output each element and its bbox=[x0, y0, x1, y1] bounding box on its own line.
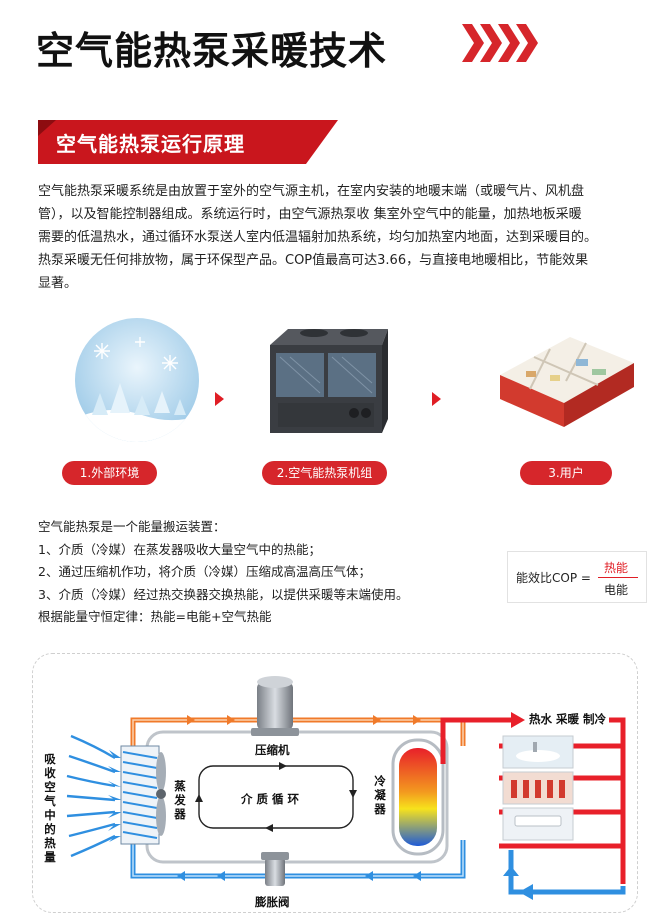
chevrons-decoration bbox=[462, 24, 538, 62]
absorb-air-heat-label: 吸收空气中的热量 bbox=[44, 752, 56, 864]
energy-line: 2、通过压缩机作功，将介质（冷媒）压缩成高温高压气体； bbox=[38, 564, 371, 579]
energy-line: 3、介质（冷媒）经过热交换器交换热能，以提供采暖等末端使用。 bbox=[38, 586, 409, 602]
energy-line: 1、介质（冷媒）在蒸发器吸收大量空气中的热能； bbox=[38, 541, 321, 557]
section-title: 空气能热泵运行原理 bbox=[56, 132, 245, 156]
intro-line: 热泵采暖无任何排放物，属于环保型产品。COP值最高可达3.66，与直接电地暖相比… bbox=[38, 253, 589, 268]
condenser-tank bbox=[391, 738, 445, 856]
cop-denominator: 电能 bbox=[604, 583, 629, 597]
cycle-label: 介 质 循 环 bbox=[241, 792, 300, 806]
expansion-valve-label: 膨胀阀 bbox=[255, 895, 290, 909]
winter-environment-image bbox=[75, 318, 199, 442]
step-label-environment: 1.外部环境 bbox=[62, 461, 157, 485]
cop-formula-box: 能效比COP = 热能 电能 bbox=[507, 551, 647, 603]
expansion-valve-body bbox=[261, 852, 289, 886]
heat-pump-cycle-diagram: 吸收空气中的热量 蒸发器 压缩机 介 质 循 环 冷凝器 膨胀阀 热水 采暖 制… bbox=[32, 653, 638, 913]
fraction-line bbox=[598, 577, 638, 578]
cop-numerator: 热能 bbox=[604, 561, 629, 575]
step-label-user: 3.用户 bbox=[520, 461, 612, 485]
page-title: 空气能热泵采暖技术 bbox=[36, 29, 388, 73]
compressor-label: 压缩机 bbox=[255, 743, 290, 757]
cop-label: 能效比COP = bbox=[516, 571, 591, 585]
energy-line: 空气能热泵是一个能量搬运装置： bbox=[38, 519, 226, 534]
intro-line: 需要的低温热水，通过循环水泵送人室内低温辐射加热系统，均匀加热室内地面，达到采暖… bbox=[38, 230, 598, 245]
intro-line: 显著。 bbox=[38, 276, 78, 291]
energy-explanation: 空气能热泵是一个能量搬运装置： 1、介质（冷媒）在蒸发器吸收大量空气中的热能； … bbox=[38, 516, 408, 629]
house-floorplan-image bbox=[500, 337, 634, 427]
section-header-bar bbox=[38, 120, 338, 164]
evaporator-coil bbox=[120, 745, 166, 845]
uses-label: 热水 采暖 制冷 bbox=[529, 712, 607, 726]
step-label-heat-pump: 2.空气能热泵机组 bbox=[262, 461, 387, 485]
intro-line: 空气能热泵采暖系统是由放置于室外的空气源主机，在室内安装的地暖末端（或暖气片、风… bbox=[38, 184, 585, 199]
heat-pump-unit-image bbox=[270, 329, 388, 433]
evaporator-label: 蒸发器 bbox=[174, 779, 186, 821]
cycle-diagram-svg bbox=[66, 676, 626, 900]
intro-paragraph: 空气能热泵采暖系统是由放置于室外的空气源主机，在室内安装的地暖末端（或暖气片、风… bbox=[38, 180, 638, 295]
usage-heating-picture bbox=[502, 771, 574, 805]
incoming-air-arrows bbox=[66, 734, 116, 858]
step-arrow-icon bbox=[432, 392, 441, 406]
step-arrow-icon bbox=[215, 392, 224, 406]
usage-cooling-picture bbox=[502, 807, 574, 841]
intro-line: 管），以及智能控制器组成。系统运行时，由空气源热泵收 集室外空气中的能量，加热地… bbox=[38, 207, 582, 222]
compressor-body bbox=[251, 676, 299, 736]
usage-hot-water-picture bbox=[502, 735, 574, 769]
condenser-label: 冷凝器 bbox=[374, 774, 386, 816]
energy-line: 根据能量守恒定律：热能=电能+空气热能 bbox=[38, 609, 272, 624]
